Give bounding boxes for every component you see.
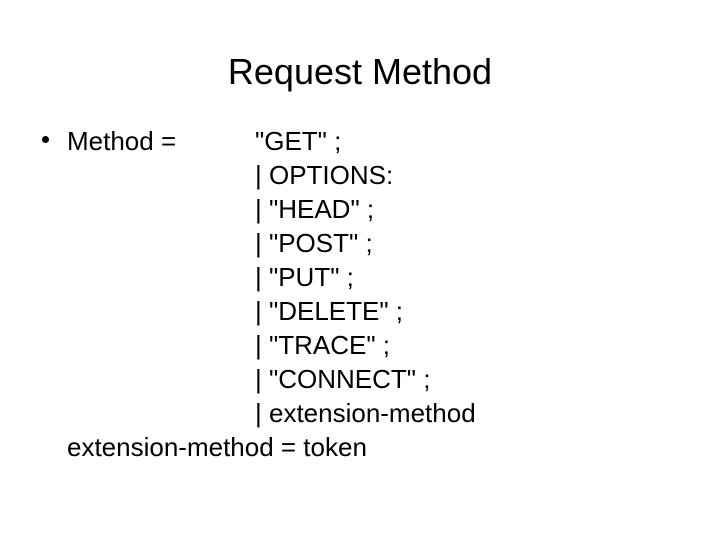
bullet-dot-icon bbox=[42, 136, 49, 143]
alternative-line-2: | "HEAD" ; bbox=[255, 194, 375, 224]
trailing-rule-text: extension-method = token bbox=[67, 432, 367, 462]
slide-body: Method = "GET" ; | OPTIONS: | "HEAD" ; |… bbox=[0, 124, 720, 464]
trailing-rule-row: extension-method = token bbox=[0, 430, 720, 464]
alternative-line-4: | "PUT" ; bbox=[255, 262, 354, 292]
alternative-line-7: | "CONNECT" ; bbox=[255, 364, 431, 394]
alternative-row: | "PUT" ; bbox=[0, 260, 720, 294]
alternative-row: | "CONNECT" ; bbox=[0, 362, 720, 396]
alternative-row: | "DELETE" ; bbox=[0, 294, 720, 328]
bullet-list-item: Method = "GET" ; bbox=[0, 124, 720, 158]
alternative-line-5: | "DELETE" ; bbox=[255, 296, 404, 326]
alternative-row: | OPTIONS: bbox=[0, 158, 720, 192]
bullet-item-label: Method = bbox=[67, 126, 177, 156]
alternative-row: | "HEAD" ; bbox=[0, 192, 720, 226]
alternative-line-8: | extension-method bbox=[255, 398, 476, 428]
alternative-line-6: | "TRACE" ; bbox=[255, 330, 391, 360]
alternative-row: | "TRACE" ; bbox=[0, 328, 720, 362]
page-title: Request Method bbox=[227, 51, 493, 92]
alternative-line-1: | OPTIONS: bbox=[255, 160, 394, 190]
alternative-row: | extension-method bbox=[0, 396, 720, 430]
alternative-line-3: | "POST" ; bbox=[255, 228, 373, 258]
alternative-row: | "POST" ; bbox=[0, 226, 720, 260]
alternative-line-0: "GET" ; bbox=[255, 126, 342, 156]
